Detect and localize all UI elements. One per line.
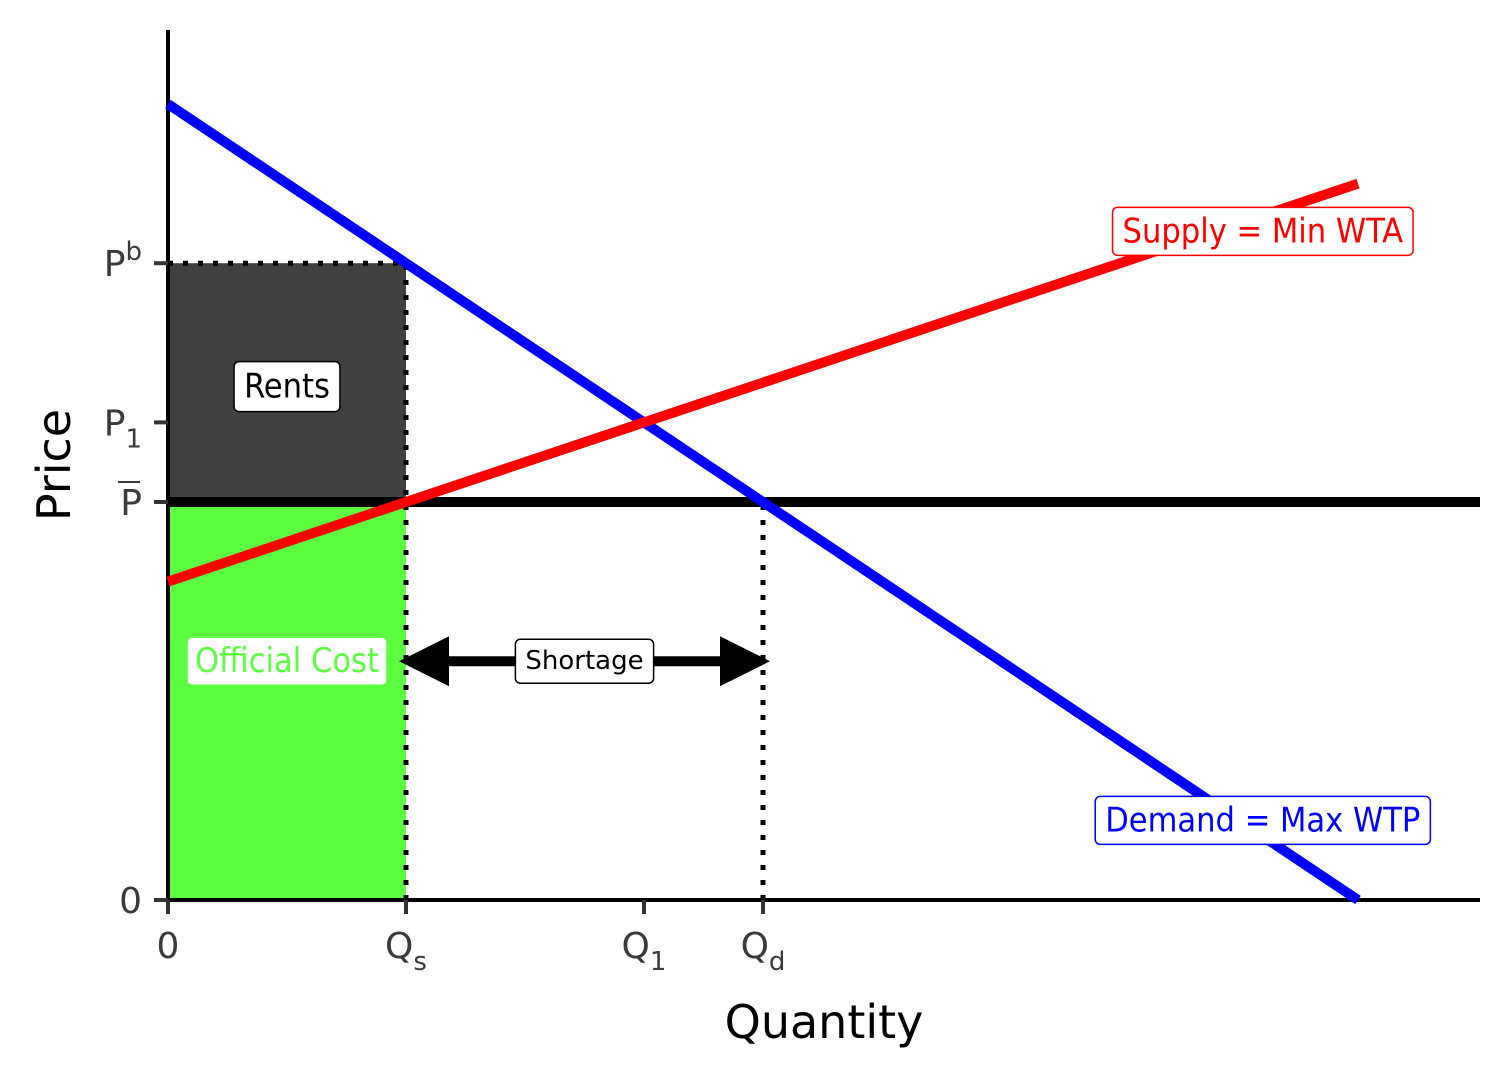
x-tick-label-qd: Qd [741,926,786,977]
shortage-label-text: Shortage [525,646,643,676]
x-tick-label-zero: 0 [157,926,180,967]
y-tick-label-p1-sub: 1 [125,424,142,454]
y-tick-label-pbar-main: P [120,483,142,524]
x-tick-label-q1-main: Q [622,926,650,967]
x-tick-label-qs-main: Q [385,926,413,967]
x-axis-title: Quantity [725,995,924,1049]
demand-label-text: Demand = Max WTP [1105,800,1420,840]
x-tick-label-qd-sub: d [769,947,786,977]
y-tick-label-zero: 0 [119,881,142,922]
official-cost-label-text: Official Cost [195,641,379,681]
official-cost-label-box [186,636,388,686]
x-tick-label-qs-sub: s [413,947,427,977]
rents-label-box [233,360,341,413]
y-tick-label-pb-sup: b [125,237,142,267]
x-tick-label-qd-main: Q [741,926,769,967]
shortage-label: Shortage [514,638,655,684]
y-tick-label-pb: Pb [104,237,142,285]
demand-label: Demand = Max WTP [1094,795,1432,846]
demand-line [165,99,1361,905]
official-area [168,502,406,900]
y-tick-label-pbar: P [120,483,142,524]
x-tick-label-zero-main: 0 [157,926,180,967]
y-tick-label-p1: P1 [104,403,142,454]
rents-label-text: Rents [244,367,330,407]
official-cost-label: Official Cost [186,636,388,686]
y-tick-label-p1-main: P [104,403,126,444]
y-axis-title: Price [27,409,81,521]
x-tick-label-q1-sub: 1 [650,947,667,977]
x-tick-label-q1: Q1 [622,926,667,977]
y-tick-label-pb-main: P [104,244,126,285]
supply-label: Supply = Min WTA [1111,206,1414,257]
y-tick-label-zero-main: 0 [119,881,142,922]
supply-label-text: Supply = Min WTA [1123,211,1404,251]
x-tick-label-qs: Qs [385,926,427,977]
supply-label-box [1111,206,1414,257]
demand-label-box [1094,795,1432,846]
rents-label: Rents [233,360,341,413]
shortage-label-box [514,638,655,684]
